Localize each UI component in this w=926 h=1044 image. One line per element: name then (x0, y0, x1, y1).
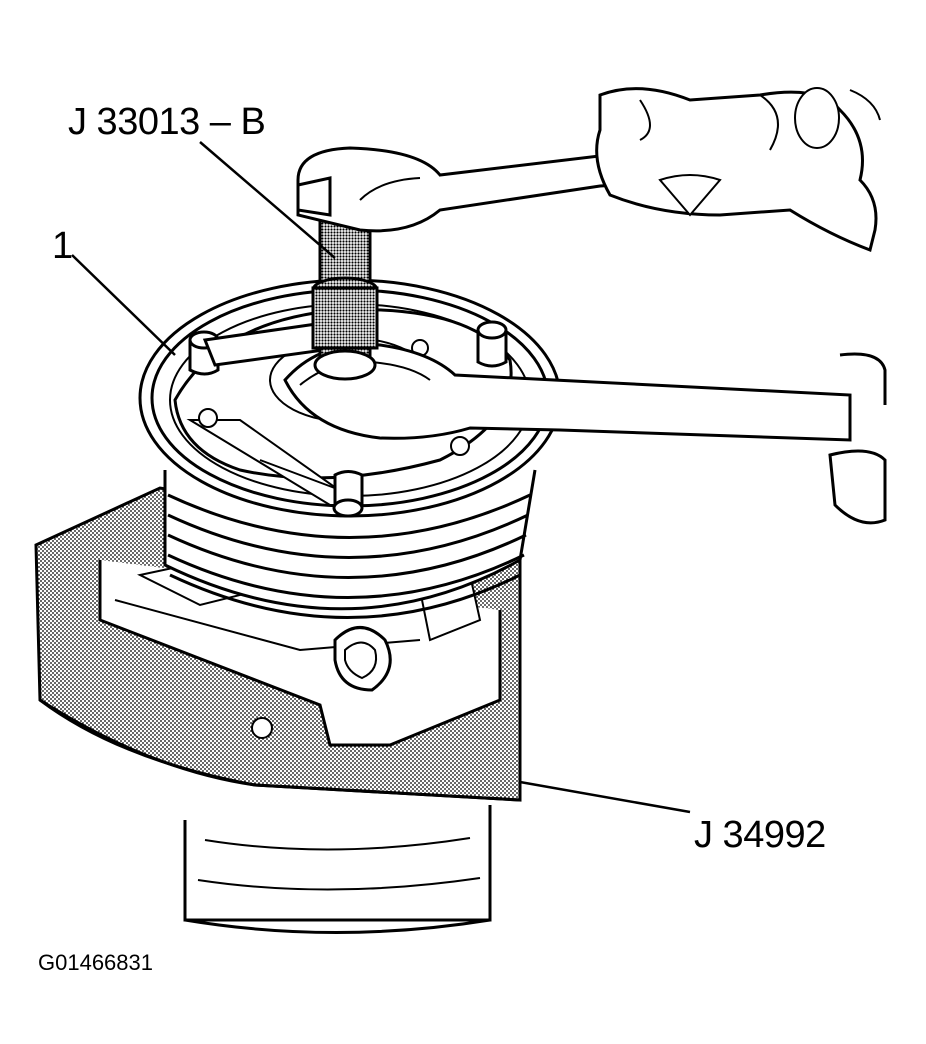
hand (595, 87, 881, 252)
leader-lines (71, 141, 691, 814)
holding-pins (188, 320, 508, 518)
callout-j34992: J 34992 (694, 814, 826, 856)
callout-j33013-b: J 33013 – B (68, 101, 266, 143)
callout-item-1: 1 (52, 225, 74, 267)
figure-identifier: G01466831 (38, 950, 153, 975)
compressor-body (183, 805, 492, 934)
